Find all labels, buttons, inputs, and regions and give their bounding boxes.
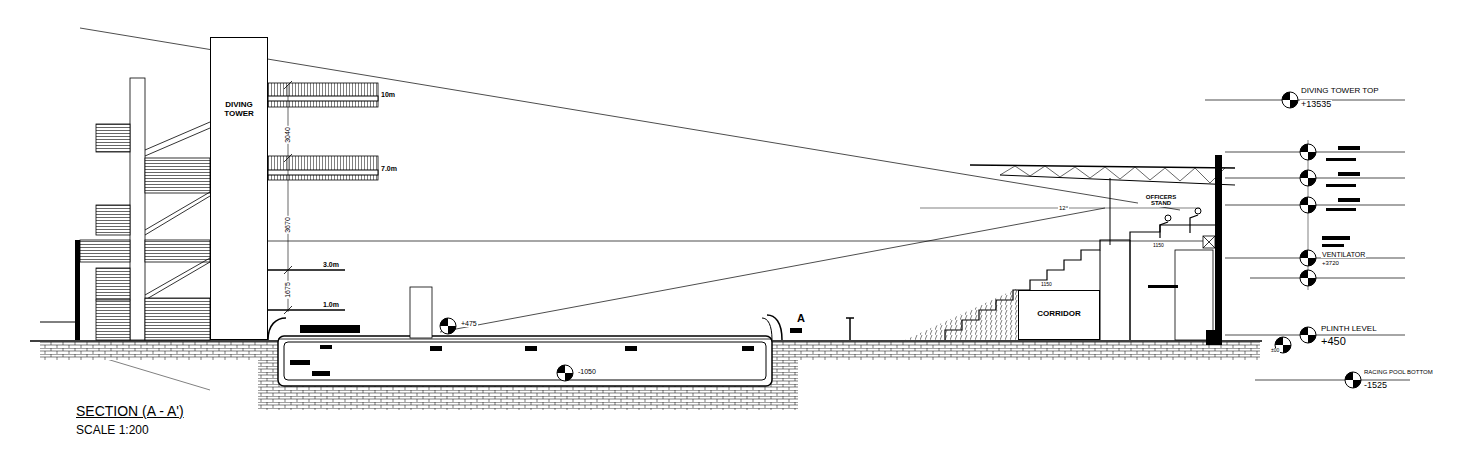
stand-label: OFFICERS STAND [1138,194,1184,207]
level-value: +475 [460,320,478,327]
level-value: +450 [1320,336,1347,348]
dimension: 3040 [284,126,291,144]
level-name: PLINTH LEVEL [1320,325,1378,333]
level-value: -1525 [1363,381,1388,390]
board-level: 1.0m [322,301,340,308]
node-label: DIVING TOWER [217,100,261,118]
level-value: +3720 [1321,260,1340,266]
level-name: DIVING TOWER TOP [1300,87,1380,95]
corridor-space: CORRIDOR [1018,290,1100,340]
level-value: +13535 [1300,100,1332,109]
dimension: 1675 [284,281,291,299]
diving-tower: DIVING TOWER [210,37,268,340]
section-mark: A [796,313,806,325]
node-label: CORRIDOR [1021,309,1097,318]
board-level: 3.0m [322,261,340,268]
angle-value: 12° [1058,205,1069,211]
level-value: ±00 [1270,348,1280,353]
dimension: 1150 [1040,282,1053,287]
dimension: 3670 [284,216,291,234]
level-name: RACING POOL BOTTOM [1363,369,1434,375]
scale-note: SCALE 1:200 [75,424,150,437]
level-name: VENTILATOR [1321,251,1366,258]
dimension: 1150 [1152,243,1165,248]
drawing-title: SECTION (A - A') [75,404,185,419]
board-level: 10m [380,91,396,98]
board-level: 7.0m [380,165,398,172]
level-value: -1050 [577,368,597,375]
